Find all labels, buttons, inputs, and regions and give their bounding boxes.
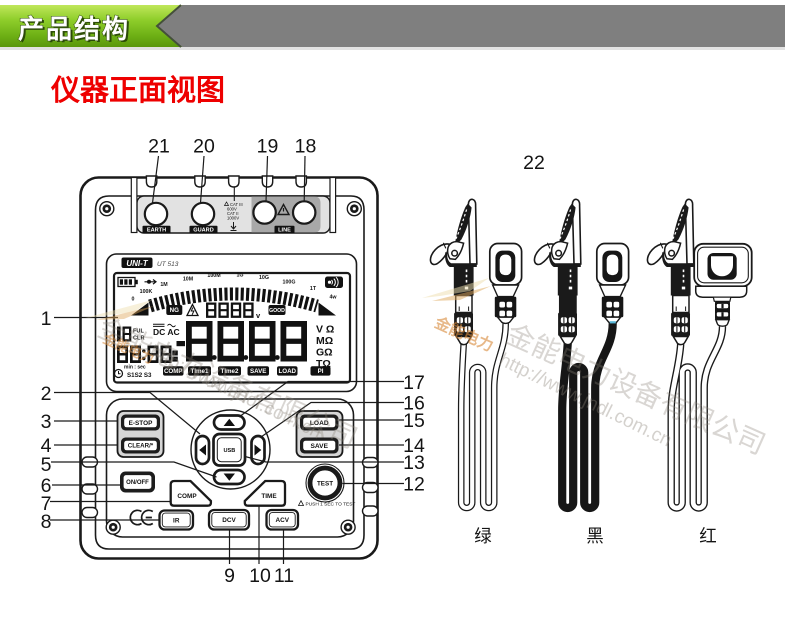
svg-text:100K: 100K: [140, 289, 153, 295]
svg-text:7: 7: [41, 493, 52, 515]
svg-text:4: 4: [41, 435, 52, 457]
svg-text:10: 10: [249, 565, 271, 587]
svg-text:TIme1: TIme1: [191, 368, 209, 375]
svg-text:COMP: COMP: [164, 368, 183, 375]
svg-text:1: 1: [41, 308, 52, 330]
svg-text:黑: 黑: [586, 526, 604, 546]
svg-text:5: 5: [41, 454, 52, 476]
svg-text:E-STOP: E-STOP: [129, 420, 153, 427]
svg-text:6: 6: [41, 475, 52, 497]
svg-text:UT 513: UT 513: [157, 261, 179, 268]
svg-text:100G: 100G: [283, 280, 296, 286]
svg-text:15: 15: [403, 410, 425, 432]
svg-text:TIme2: TIme2: [221, 368, 239, 375]
svg-text:14: 14: [403, 435, 425, 457]
svg-text:2: 2: [41, 383, 52, 405]
svg-text:100M: 100M: [207, 273, 221, 279]
svg-text:1M: 1M: [160, 282, 168, 288]
svg-text:EARTH: EARTH: [147, 228, 166, 234]
svg-text:TIME: TIME: [261, 493, 277, 500]
svg-text:TEST: TEST: [317, 480, 333, 487]
svg-text:4w: 4w: [329, 295, 337, 301]
svg-text:DCV: DCV: [222, 517, 236, 524]
svg-text:产品结构: 产品结构: [18, 14, 130, 44]
svg-text:COMP: COMP: [177, 493, 197, 500]
svg-text:ACV: ACV: [276, 517, 290, 524]
svg-text:产品结构: 产品结构: [20, 16, 132, 46]
svg-text:IR: IR: [173, 517, 180, 524]
svg-text:NG: NG: [170, 307, 179, 314]
svg-text:USB: USB: [223, 448, 235, 454]
svg-text:min : sec: min : sec: [124, 365, 146, 371]
svg-text:19: 19: [257, 136, 279, 158]
svg-text:11: 11: [274, 565, 294, 587]
svg-text:GOOD: GOOD: [269, 308, 285, 314]
svg-text:V Ω: V Ω: [316, 324, 334, 336]
svg-text:10G: 10G: [259, 275, 269, 281]
svg-text:仪器正面视图: 仪器正面视图: [50, 74, 225, 107]
svg-text:18: 18: [295, 136, 317, 158]
svg-text:12: 12: [403, 474, 425, 496]
svg-text:DC AC: DC AC: [153, 327, 180, 337]
svg-text:1T: 1T: [310, 286, 317, 292]
svg-text:FUL: FUL: [133, 329, 144, 335]
svg-text:3: 3: [41, 411, 52, 433]
svg-text:GUARD: GUARD: [193, 228, 214, 234]
svg-text:0: 0: [132, 297, 135, 303]
svg-text:绿: 绿: [474, 526, 492, 546]
svg-text:PUSH 1 SEC TO TEST: PUSH 1 SEC TO TEST: [306, 502, 356, 508]
svg-text:10M: 10M: [183, 277, 194, 283]
svg-text:17: 17: [403, 372, 425, 394]
svg-text:LINE: LINE: [278, 228, 291, 234]
svg-text:CAT II: CAT II: [227, 211, 238, 216]
svg-text:1000V: 1000V: [227, 216, 239, 221]
svg-text:16: 16: [403, 393, 425, 415]
svg-text:UNI-T: UNI-T: [126, 259, 148, 268]
svg-text:22: 22: [523, 152, 545, 174]
svg-text:1G: 1G: [236, 273, 243, 279]
svg-text:MΩ: MΩ: [316, 335, 333, 347]
svg-text:21: 21: [148, 136, 170, 158]
svg-text:CLR: CLR: [133, 336, 145, 342]
svg-text:20: 20: [193, 136, 215, 158]
svg-text:v: v: [256, 311, 261, 320]
svg-text:GΩ: GΩ: [316, 347, 333, 359]
svg-text:ON/OFF: ON/OFF: [126, 480, 149, 486]
svg-text:红: 红: [699, 526, 717, 546]
svg-text:CAT III: CAT III: [230, 202, 243, 207]
svg-text:13: 13: [403, 452, 425, 474]
svg-text:8: 8: [41, 511, 52, 533]
svg-text:PI: PI: [318, 368, 324, 375]
svg-text:LOAD: LOAD: [278, 368, 296, 375]
svg-text:SAVE: SAVE: [311, 443, 329, 450]
svg-text:CLEAR/*: CLEAR/*: [128, 443, 154, 450]
svg-text:S1S2 S3: S1S2 S3: [127, 372, 152, 379]
svg-text:SAVE: SAVE: [250, 368, 266, 375]
svg-text:600V: 600V: [227, 207, 237, 212]
svg-text:9: 9: [224, 565, 235, 587]
svg-text:LOAD: LOAD: [310, 420, 329, 427]
